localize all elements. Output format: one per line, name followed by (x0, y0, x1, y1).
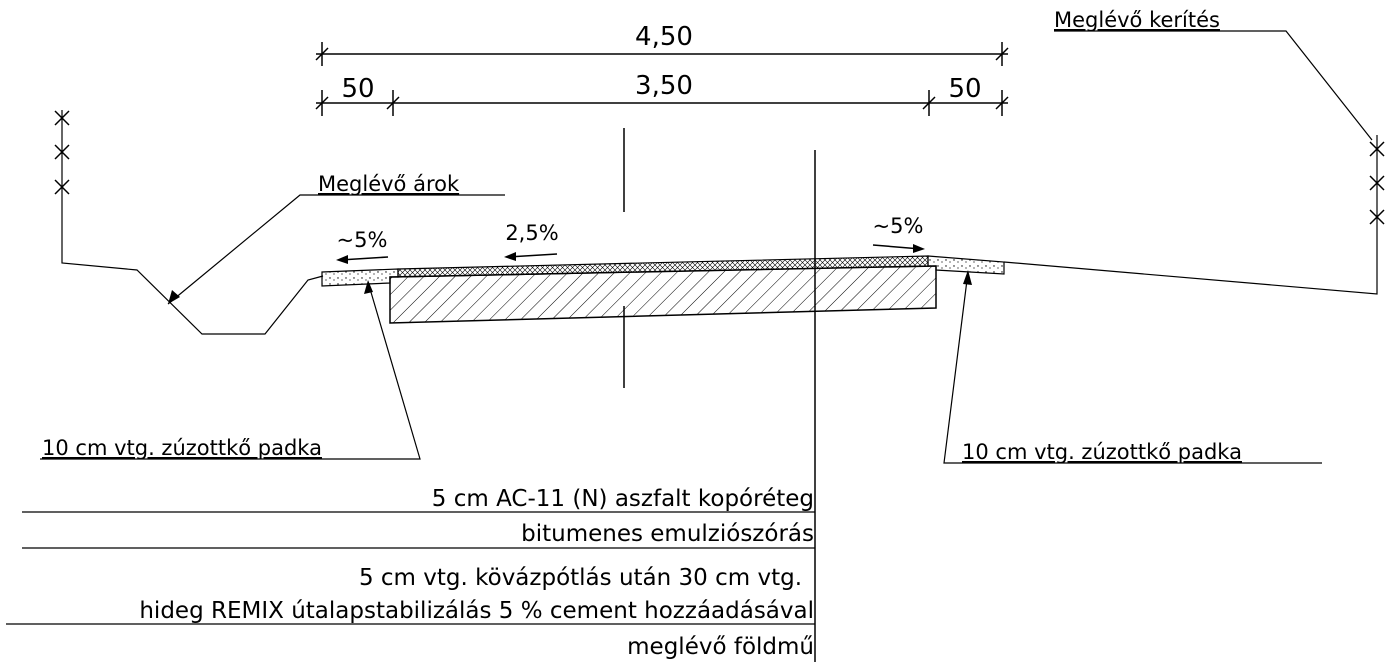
slope-carriageway-label: 2,5% (505, 221, 558, 245)
leader-shoulder-right (943, 271, 1322, 464)
leader-shoulder-left (40, 281, 421, 460)
terrain-left-ditch (61, 110, 324, 335)
dimension-right-shoulder-label: 50 (948, 74, 981, 104)
layer-legend: 5 cm AC-11 (N) aszfalt kopóréteg bitumen… (6, 486, 815, 660)
label-existing-ditch: Meglévő árok (318, 172, 460, 196)
leader-shoulder-left-arrowhead (364, 280, 373, 294)
label-shoulder-right: 10 cm vtg. zúzottkő padka (962, 440, 1242, 464)
layer-4-text: hideg REMIX útalapstabilizálás 5 % cemen… (139, 598, 814, 624)
dimension-left-shoulder-label: 50 (341, 74, 374, 104)
layer-2-text: bitumenes emulziószórás (521, 521, 814, 547)
terrain-right (1003, 135, 1378, 295)
slope-arrow-carriageway-icon (504, 252, 558, 261)
leader-existing-fence (1054, 30, 1373, 141)
leader-existing-ditch (167, 194, 505, 305)
slope-left-label: ~5% (337, 228, 388, 252)
layer-1-text: 5 cm AC-11 (N) aszfalt kopóréteg (432, 486, 814, 512)
dimension-carriageway-label: 3,50 (635, 71, 693, 101)
gravel-shoulder-left (321, 268, 399, 287)
slope-right-label: ~5% (873, 214, 924, 238)
dimension-total-label: 4,50 (635, 22, 693, 52)
slope-arrow-left-icon (336, 255, 389, 264)
fence-right-icon (1369, 141, 1385, 225)
slope-arrow-right-icon (872, 244, 925, 253)
fence-left-icon (54, 110, 70, 195)
leader-shoulder-right-arrowhead (963, 270, 972, 285)
label-existing-fence: Meglévő kerítés (1054, 8, 1220, 32)
label-shoulder-left: 10 cm vtg. zúzottkő padka (42, 436, 322, 460)
layer-3-text: 5 cm vtg. kövázpótlás után 30 cm vtg. (359, 565, 802, 591)
leader-ditch-arrowhead (168, 290, 180, 304)
layer-5-text: meglévő földmű (627, 634, 814, 660)
dimension-parts (315, 90, 1009, 116)
gravel-shoulder-right (927, 255, 1005, 275)
dimension-total (315, 42, 1009, 66)
